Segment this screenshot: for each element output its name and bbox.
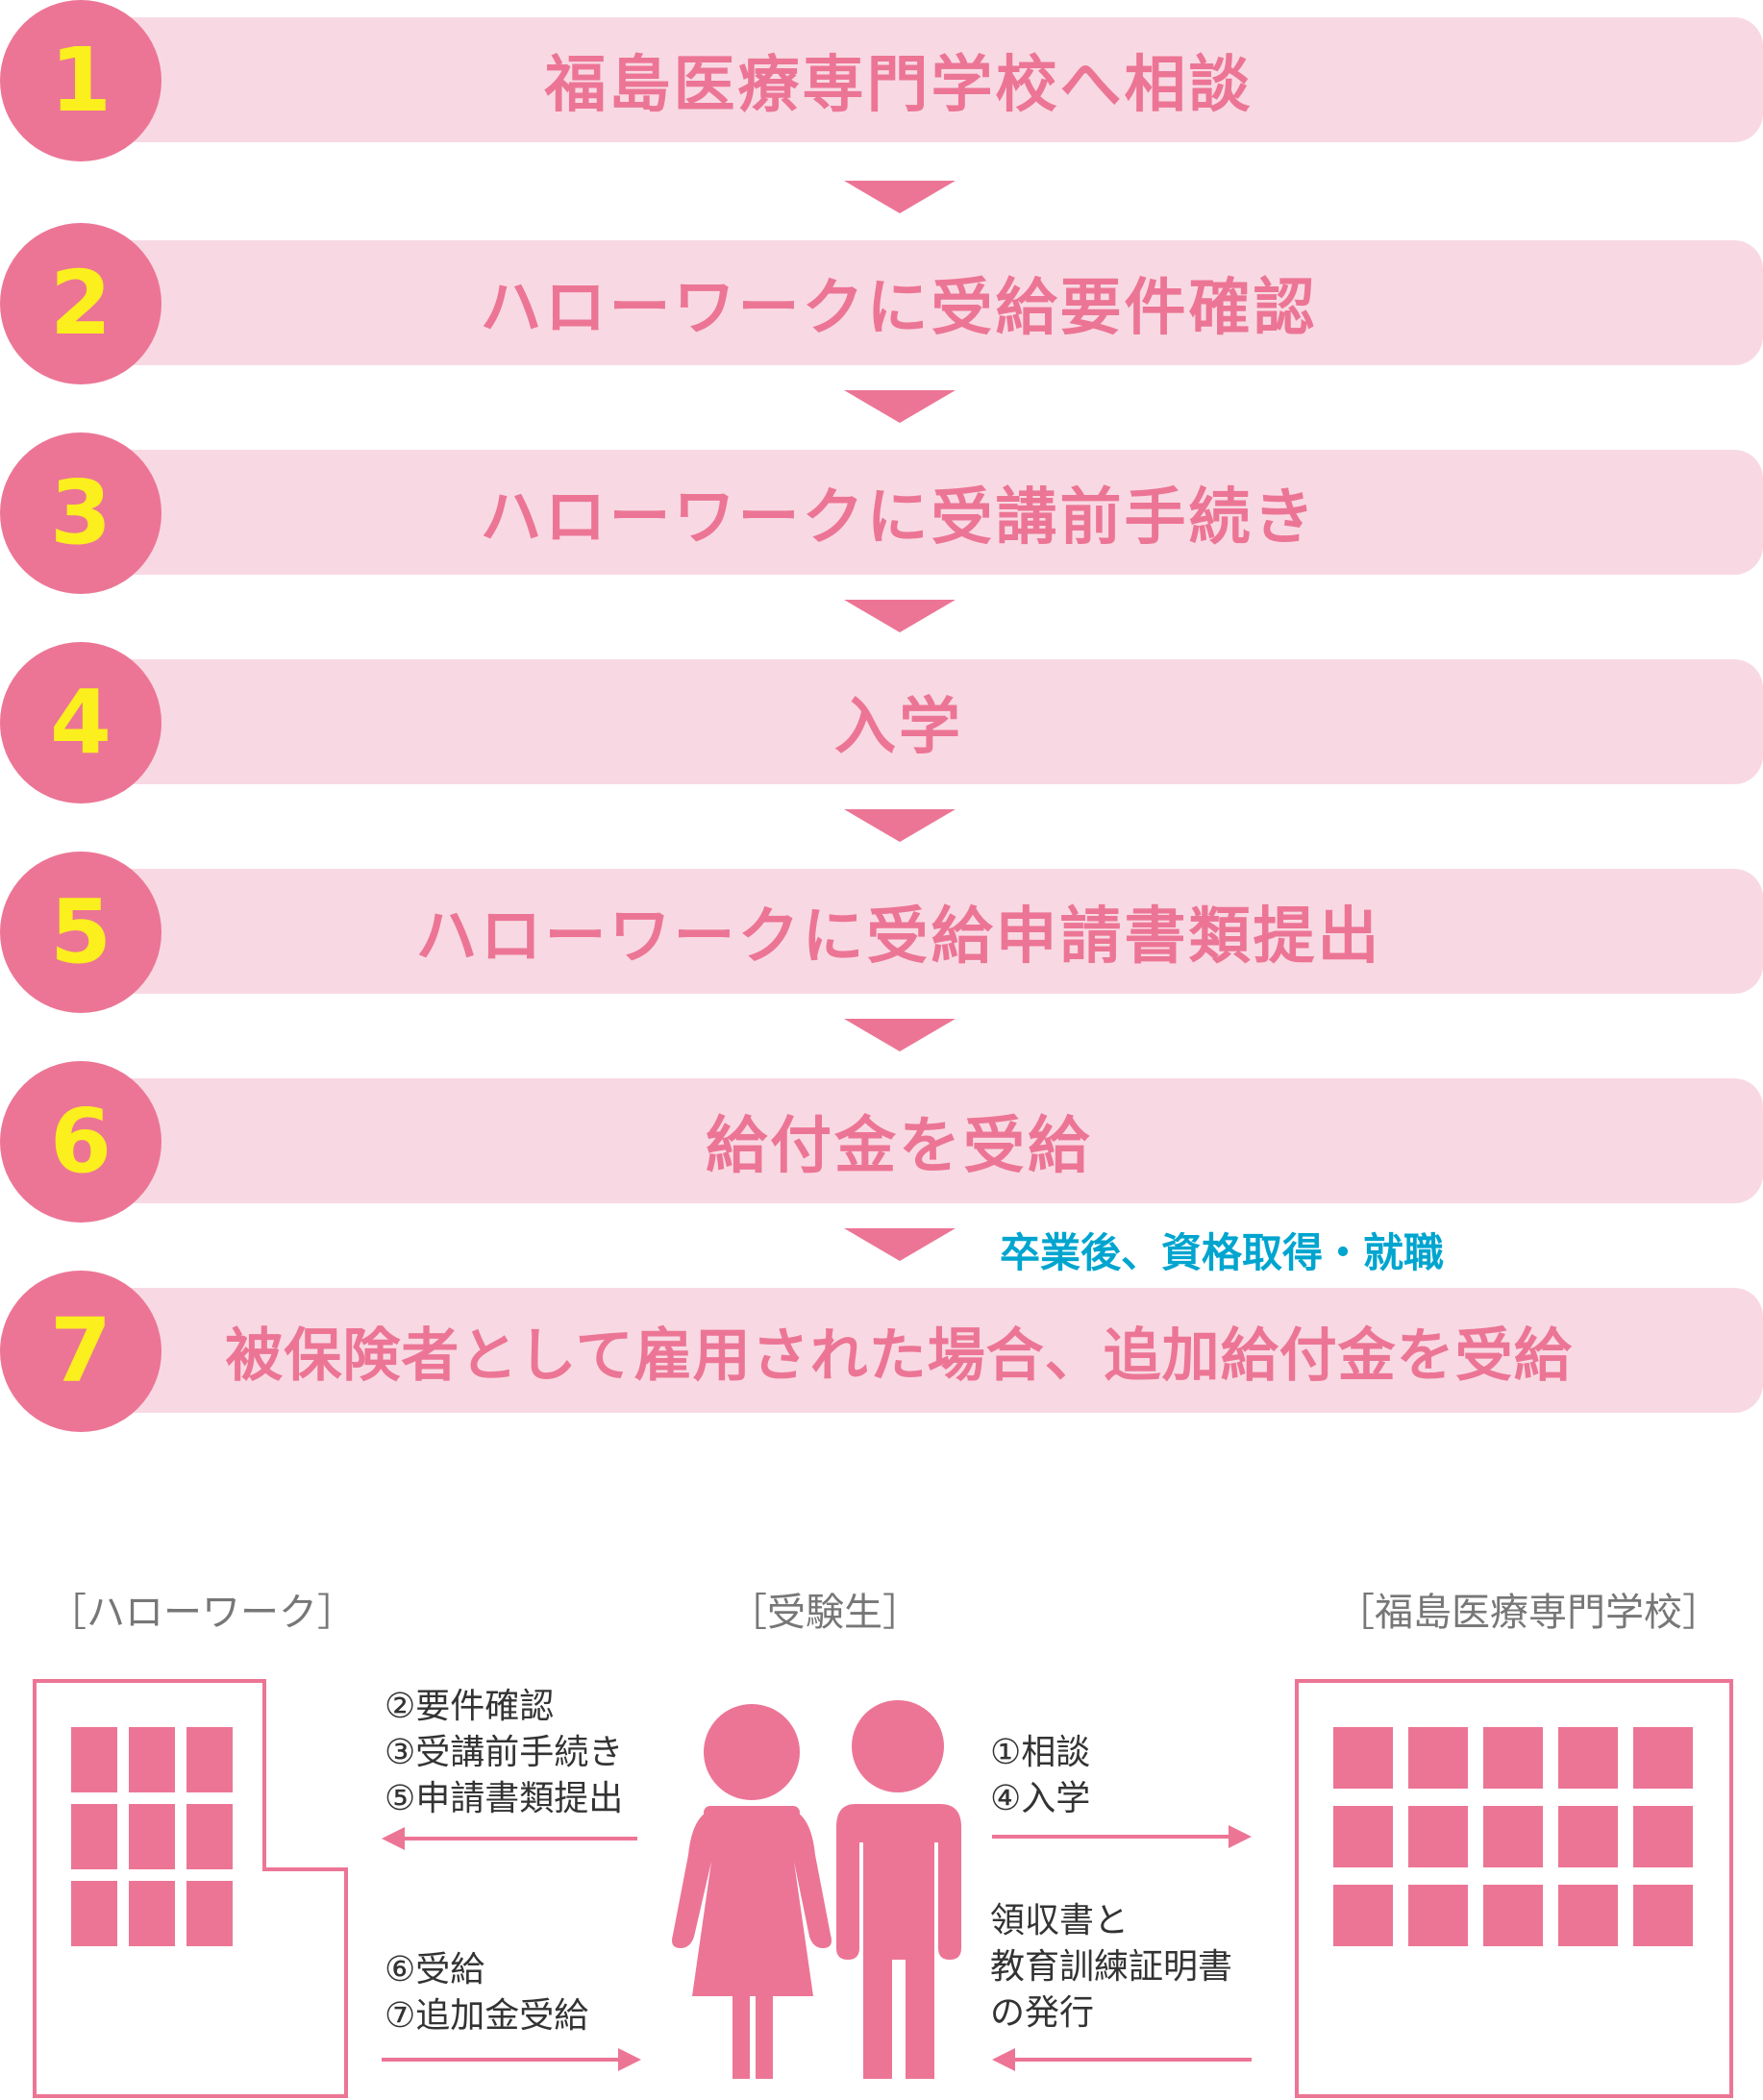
- step-bar: [87, 869, 1763, 994]
- flow-item: ⑤申請書類提出: [385, 1779, 624, 1818]
- step-bar: [87, 240, 1763, 365]
- flow-item: の発行: [990, 1993, 1095, 2033]
- step-number-badge: 5: [0, 852, 161, 1013]
- flow-item: ④入学: [990, 1779, 1091, 1818]
- step-label: 福島医療専門学校へ相談: [544, 50, 1254, 121]
- graduation-note: 卒業後、資格取得・就職: [1000, 1229, 1445, 1276]
- down-arrow-icon: [844, 181, 956, 213]
- step-bar: [87, 17, 1763, 142]
- step-label: ハローワークに受給申請書類提出: [415, 902, 1382, 973]
- step-bar: [87, 450, 1763, 575]
- step-number-badge: 6: [0, 1061, 161, 1223]
- step-label: ハローワークに受講前手続き: [480, 482, 1318, 554]
- students-icon: [672, 1700, 961, 2079]
- step-number-badge: 2: [0, 223, 161, 384]
- step-number-badge: 3: [0, 432, 161, 594]
- school-label: ［福島医療専門学校］: [1336, 1591, 1721, 1635]
- step-bar: [87, 1078, 1763, 1203]
- arrow-from-hellowork-icon: [382, 2048, 641, 2071]
- down-arrow-icon: [844, 1228, 956, 1261]
- male-student-icon: [836, 1700, 961, 2079]
- flow-item: ③受講前手続き: [385, 1733, 624, 1772]
- flow-item: 領収書と: [990, 1901, 1130, 1940]
- down-arrow-icon: [844, 600, 956, 632]
- down-arrow-icon: [844, 809, 956, 842]
- from-school-list: 領収書と 教育訓練証明書 の発行: [990, 1898, 1232, 2037]
- down-arrow-icon: [844, 390, 956, 423]
- step-label: 給付金を受給: [706, 1111, 1092, 1182]
- flow-item: ②要件確認: [385, 1687, 555, 1726]
- step-label: 被保険者として雇用された場合、追加給付金を受給: [225, 1322, 1573, 1390]
- flow-item: ①相談: [990, 1733, 1091, 1772]
- to-hellowork-list: ②要件確認 ③受講前手続き ⑤申請書類提出: [385, 1684, 623, 1822]
- step-label: ハローワークに受給要件確認: [480, 273, 1318, 344]
- down-arrow-icon: [844, 1019, 956, 1051]
- step-number-badge: 7: [0, 1271, 161, 1432]
- school-building-icon: [1295, 1679, 1733, 2098]
- female-student-icon: [672, 1704, 832, 2079]
- flow-item: 教育訓練証明書: [990, 1947, 1233, 1987]
- to-school-list: ①相談 ④入学: [990, 1730, 1090, 1822]
- arrow-from-school-icon: [992, 2048, 1252, 2071]
- step-bar: [87, 659, 1763, 784]
- arrow-to-hellowork-icon: [382, 1827, 637, 1850]
- step-label: 入学: [834, 692, 963, 763]
- hellowork-label: ［ハローワーク］: [48, 1591, 356, 1635]
- flow-item: ⑦追加金受給: [385, 1996, 589, 2036]
- hellowork-building-icon: [33, 1679, 348, 2098]
- flow-item: ⑥受給: [385, 1950, 485, 1989]
- step-number-badge: 4: [0, 642, 161, 803]
- arrow-to-school-icon: [992, 1825, 1252, 1848]
- from-hellowork-list: ⑥受給 ⑦追加金受給: [385, 1947, 588, 2039]
- step-number-badge: 1: [0, 0, 161, 161]
- step-bar: [87, 1288, 1763, 1413]
- student-label: ［受験生］: [729, 1591, 921, 1635]
